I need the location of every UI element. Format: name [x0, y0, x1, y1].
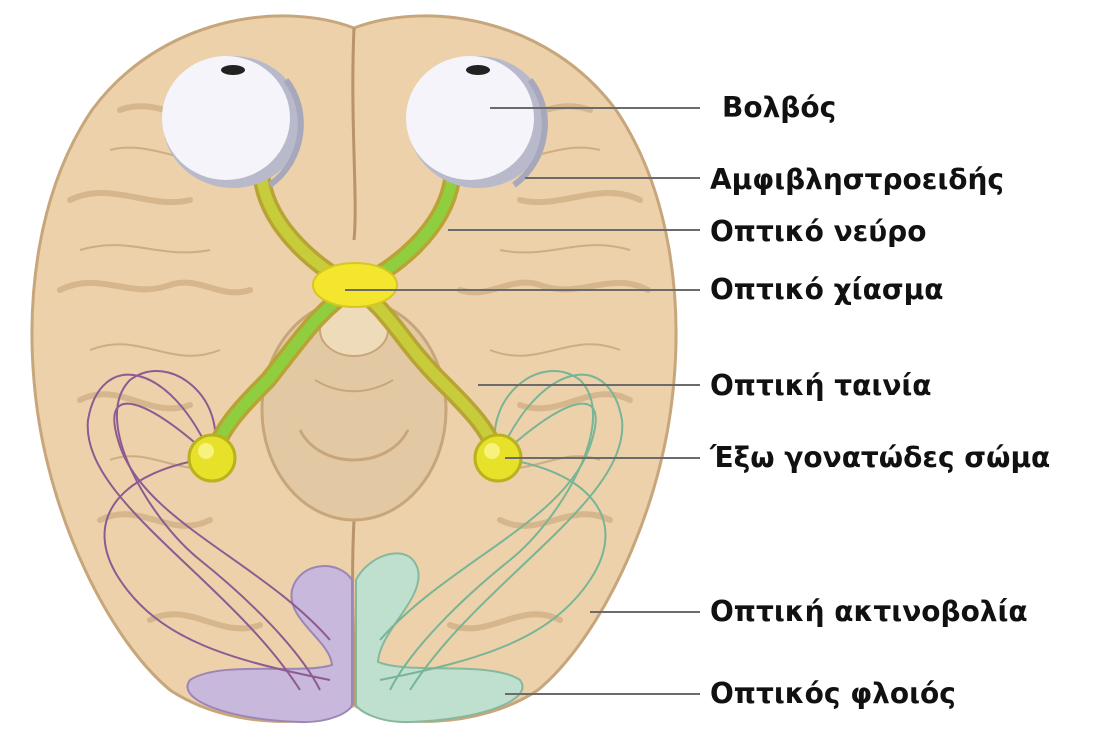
label-visual-cortex: Οπτικός φλοιός — [710, 680, 956, 708]
label-lgn: Έξω γονατώδες σώμα — [710, 444, 1050, 472]
label-optic-chiasm: Οπτικό χίασμα — [710, 276, 943, 304]
label-optic-tract: Οπτική ταινία — [710, 372, 932, 400]
lgn-left — [189, 435, 235, 481]
label-retina: Αμφιβληστροειδής — [710, 166, 1004, 194]
optic-chiasm — [313, 263, 397, 307]
eyeball-left — [162, 56, 303, 188]
label-optic-radiation: Οπτική ακτινοβολία — [710, 598, 1028, 626]
label-optic-nerve: Οπτικό νεύρο — [710, 218, 926, 246]
label-bulb: Βολβός — [722, 94, 836, 122]
